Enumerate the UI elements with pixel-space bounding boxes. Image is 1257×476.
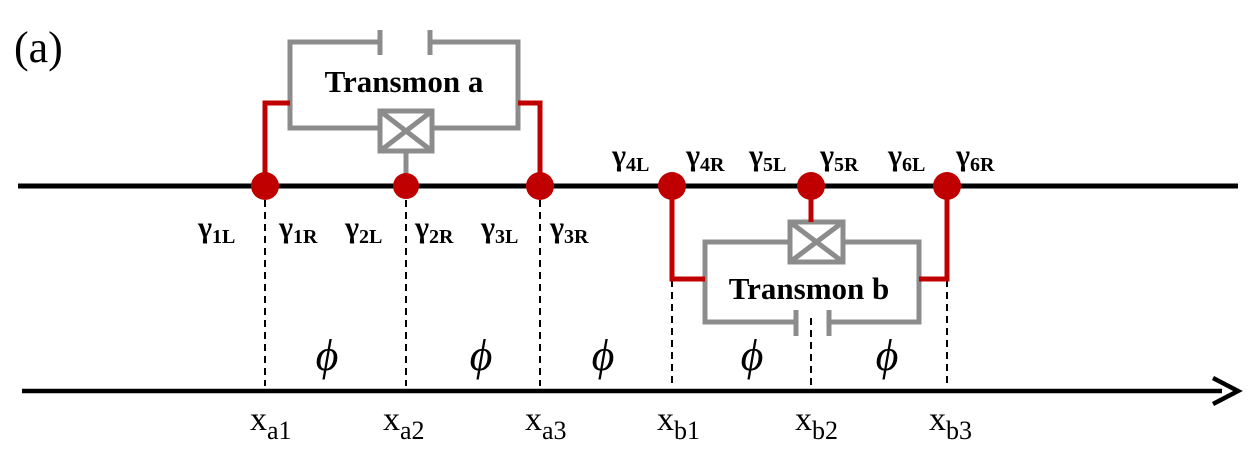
- gamma-label: γ1R: [278, 211, 318, 248]
- projection-lines: [264, 200, 948, 386]
- phase-label: ϕ: [876, 331, 899, 380]
- transmon-b-junction-cross-2: [788, 220, 845, 264]
- transmon-b-right-arm: [829, 239, 922, 325]
- gamma-label: γ6R: [955, 139, 995, 176]
- gamma-label: γ4R: [685, 139, 725, 176]
- transmon-a-right-arm: [430, 39, 521, 131]
- transmon-b: Transmon b: [702, 219, 922, 336]
- majorana-nodes: [251, 172, 961, 200]
- node-xa1: [251, 172, 279, 200]
- lead-a-right: [518, 100, 543, 186]
- gamma-label: γ2R: [414, 211, 454, 248]
- position-label: xb3: [929, 401, 972, 445]
- lead-b-right: [919, 186, 950, 282]
- panel-label: (a): [14, 23, 63, 72]
- transmon-b-left-arm: [702, 239, 796, 325]
- transmon-b-label: Transmon b: [729, 271, 890, 306]
- gamma-label: γ4L: [611, 139, 649, 176]
- transmon-a: Transmon a: [287, 30, 521, 176]
- position-label: xa1: [250, 401, 292, 445]
- transmon-a-left-arm: [287, 39, 380, 131]
- node-xb3: [933, 172, 961, 200]
- lead-b-left: [669, 186, 705, 282]
- phase-labels: ϕ ϕ ϕ ϕ ϕ: [316, 331, 899, 380]
- transmon-a-label: Transmon a: [325, 64, 484, 99]
- gamma-label: γ3R: [549, 211, 589, 248]
- axis-arrowhead: [1211, 376, 1243, 406]
- node-xb2: [797, 172, 825, 200]
- phase-label: ϕ: [741, 331, 764, 380]
- node-xa3: [526, 172, 554, 200]
- transmon-b-circuit: [702, 219, 922, 336]
- gamma-label: γ2L: [344, 211, 382, 248]
- bottom-gamma-labels: γ1L γ1R γ2L γ2R γ3L γ3R: [197, 211, 589, 248]
- position-label: xa3: [525, 401, 567, 445]
- position-label: xb2: [795, 401, 838, 445]
- gamma-label: γ1L: [197, 211, 235, 248]
- phase-label: ϕ: [592, 331, 615, 380]
- node-xa2: [393, 173, 419, 199]
- node-xb1: [658, 172, 686, 200]
- gamma-label: γ3L: [480, 211, 518, 248]
- phase-label: ϕ: [316, 331, 339, 380]
- position-label: xa2: [383, 401, 425, 445]
- position-label: xb1: [657, 401, 700, 445]
- transmon-a-junction-cross-2: [378, 109, 434, 153]
- phase-label: ϕ: [470, 331, 493, 380]
- gamma-label: γ6L: [887, 139, 925, 176]
- lead-a-left: [262, 100, 290, 186]
- transmon-a-circuit: [287, 30, 521, 176]
- transmon-b-josephson-junction: [787, 219, 846, 265]
- gamma-label: γ5L: [748, 139, 786, 176]
- axis-position-labels: xa1 xa2 xa3 xb1 xb2 xb3: [250, 401, 972, 445]
- gamma-label: γ5R: [819, 139, 859, 176]
- top-gamma-labels: γ4L γ4R γ5L γ5R γ6L γ6R: [611, 139, 995, 176]
